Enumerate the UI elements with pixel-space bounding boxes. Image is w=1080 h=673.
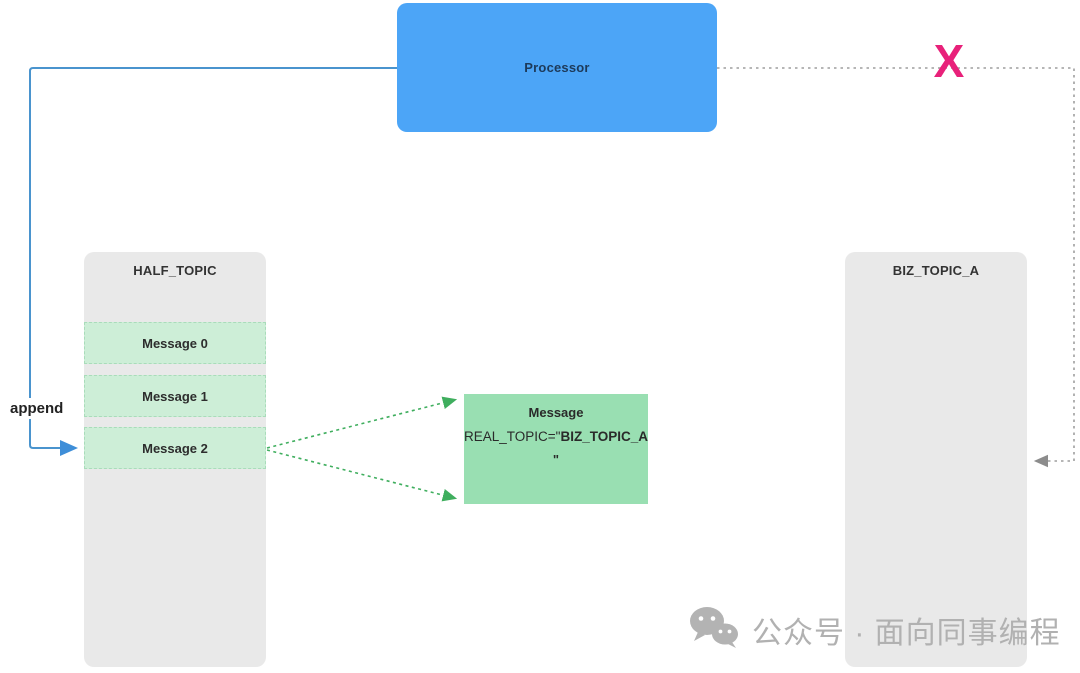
message-row-1-label: Message 1 — [142, 388, 208, 404]
message-row-2-label: Message 2 — [142, 440, 208, 456]
half-topic-title: HALF_TOPIC — [133, 263, 217, 278]
watermark-text: 公众号 · 面向同事编程 — [752, 616, 1061, 650]
blocked-x-mark: X — [933, 35, 965, 87]
message2-to-detail-arrow-bottom — [266, 449, 458, 502]
half-topic-box[interactable]: HALF_TOPIC Message 0 Message 1 Message 2 — [84, 252, 266, 667]
message2-to-detail-arrow-top — [266, 396, 458, 449]
real-topic-value: BIZ_TOPIC_A — [560, 429, 648, 444]
message-detail-title: Message — [528, 405, 584, 420]
message-detail-body: REAL_TOPIC="BIZ_TOPIC_A — [464, 429, 648, 444]
processor-label: Processor — [524, 60, 590, 75]
watermark: 公众号 · 面向同事编程 — [688, 605, 1061, 654]
message-row-2[interactable]: Message 2 — [84, 427, 266, 469]
append-label: append — [6, 398, 68, 419]
message-row-0[interactable]: Message 0 — [84, 322, 266, 364]
biz-topic-title: BIZ_TOPIC_A — [892, 263, 980, 278]
wechat-icon — [688, 605, 740, 654]
message-detail-box[interactable]: Message REAL_TOPIC="BIZ_TOPIC_A " — [464, 394, 648, 504]
message-row-0-label: Message 0 — [142, 335, 208, 351]
message-row-1[interactable]: Message 1 — [84, 375, 266, 417]
message-detail-closing-quote: " — [552, 452, 560, 467]
processor-node[interactable]: Processor — [397, 3, 717, 132]
real-topic-prefix: REAL_TOPIC=" — [464, 429, 561, 444]
